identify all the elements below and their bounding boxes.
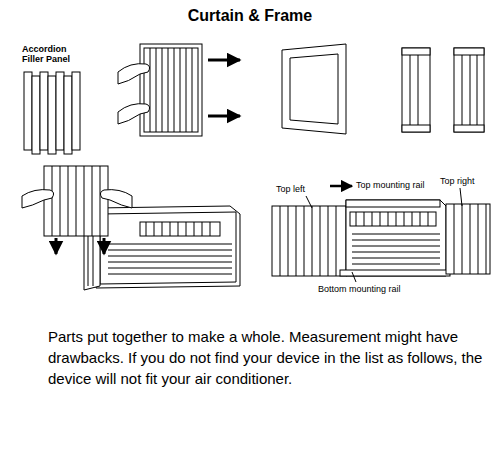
part-label: Top mounting rail xyxy=(356,180,425,191)
side-rails xyxy=(402,48,484,132)
part-label: Top right xyxy=(440,176,475,187)
caption: Parts put together to make a whole. Meas… xyxy=(48,326,494,389)
frame xyxy=(282,44,346,134)
accordion-panel xyxy=(24,72,80,154)
stretched-panel xyxy=(118,44,240,136)
leader-lines xyxy=(306,186,462,282)
part-label: Accordion Filler Panel xyxy=(22,44,84,64)
part-label: Bottom mounting rail xyxy=(318,284,401,295)
ac-assembled xyxy=(272,200,490,276)
title: Curtain & Frame xyxy=(0,7,500,25)
panel-insert xyxy=(22,166,132,254)
part-label: Top left xyxy=(276,184,305,195)
